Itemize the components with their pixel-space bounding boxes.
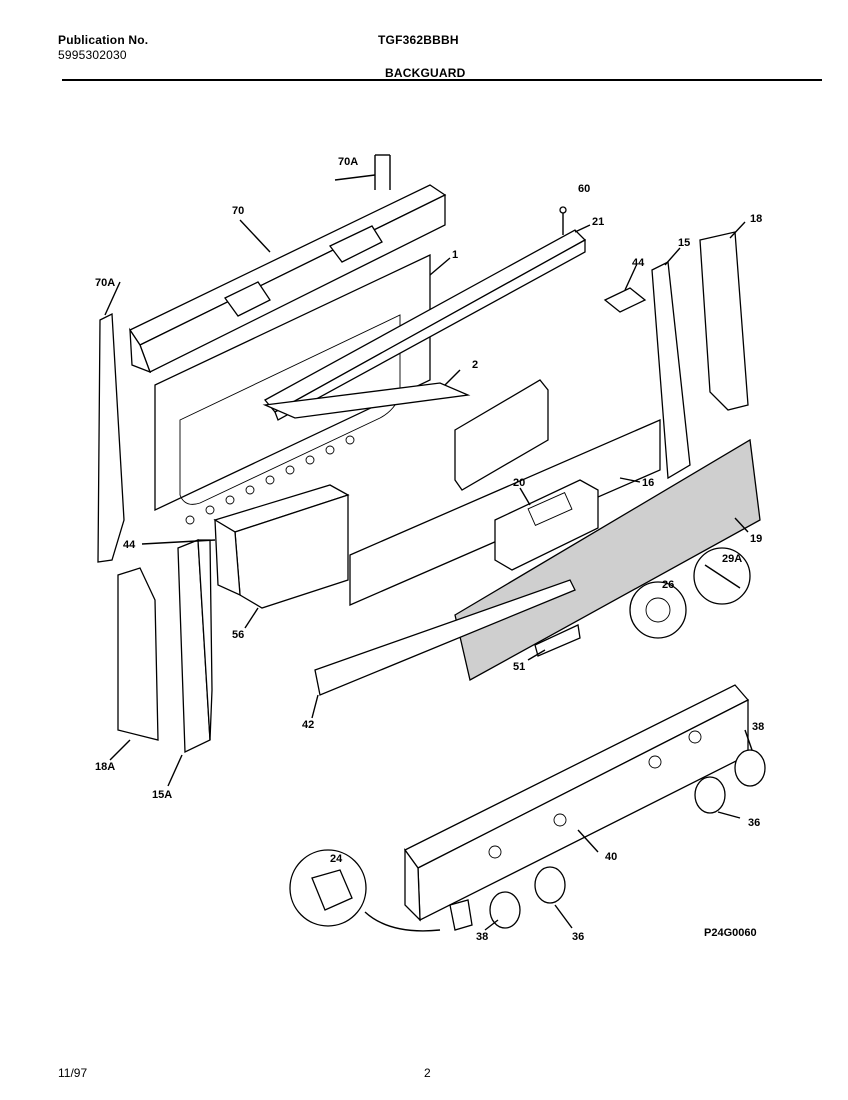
- callout-70: 70: [232, 205, 244, 217]
- part-18A-left-bracket: [117, 567, 159, 741]
- part-44-right-clip: [603, 287, 647, 313]
- leader-lines: [104, 174, 753, 931]
- callout-19: 19: [750, 533, 762, 545]
- callout-29A: 29A: [722, 553, 742, 565]
- callout-56: 56: [232, 629, 244, 641]
- part-15-right-side: [651, 261, 691, 480]
- part-15A-left-side: [177, 539, 213, 754]
- callout-15: 15: [678, 237, 690, 249]
- part-2-bracket: [262, 382, 471, 419]
- callout-44-right: 44: [632, 257, 645, 269]
- callout-2: 2: [472, 359, 478, 371]
- part-19-glass-panel: [454, 438, 761, 681]
- publication-number: 5995302030: [58, 48, 127, 62]
- part-24-switch-detail: [289, 849, 473, 932]
- section-title: BACKGUARD: [385, 66, 466, 80]
- callout-1: 1: [452, 249, 458, 261]
- callout-70A-top: 70A: [338, 156, 358, 168]
- callout-18A: 18A: [95, 761, 115, 773]
- callout-24: 24: [330, 853, 343, 865]
- footer-date: 11/97: [58, 1066, 88, 1080]
- callout-60: 60: [578, 183, 590, 195]
- callout-36-right: 36: [748, 817, 760, 829]
- part-42-lower-strip: [314, 579, 576, 696]
- part-40-lower-panel: [404, 684, 750, 922]
- part-70A-left-strip: [97, 312, 125, 563]
- part-1-back-panel: [154, 253, 431, 525]
- callout-38-bottom: 38: [476, 931, 488, 943]
- callout-21: 21: [592, 216, 604, 228]
- part-26-knob-detail: [629, 581, 687, 639]
- callout-26: 26: [662, 579, 674, 591]
- part-36-knob-bottom: [534, 866, 566, 904]
- part-29A-detail: [693, 547, 751, 605]
- callout-15A: 15A: [152, 789, 172, 801]
- publication-label: Publication No.: [58, 33, 149, 47]
- part-main-control-panel: [349, 379, 661, 606]
- footer-page-number: 2: [424, 1066, 431, 1080]
- part-36-knob-right: [694, 776, 726, 814]
- callout-38-right: 38: [752, 721, 764, 733]
- diagram-code: P24G0060: [704, 927, 757, 939]
- callout-18: 18: [750, 213, 762, 225]
- callout-40: 40: [605, 851, 617, 863]
- callout-70A-left: 70A: [95, 277, 115, 289]
- part-21-top-bracket: [263, 206, 587, 421]
- callout-20: 20: [513, 477, 525, 489]
- part-51-trim: [534, 624, 581, 657]
- callout-16: 16: [642, 477, 654, 489]
- part-70-top-trim: [129, 154, 447, 374]
- part-38-knob-right: [734, 749, 766, 787]
- callout-51: 51: [513, 661, 525, 673]
- callout-44-left: 44: [123, 539, 136, 551]
- header-rule: [62, 79, 822, 81]
- part-18-right-bracket: [699, 231, 749, 411]
- callout-36-bottom: 36: [572, 931, 584, 943]
- part-56-box: [213, 484, 350, 609]
- callout-42: 42: [302, 719, 314, 731]
- part-20-clock-module: [494, 479, 599, 571]
- model-number: TGF362BBBH: [378, 33, 459, 47]
- part-38-knob-bottom: [489, 891, 521, 929]
